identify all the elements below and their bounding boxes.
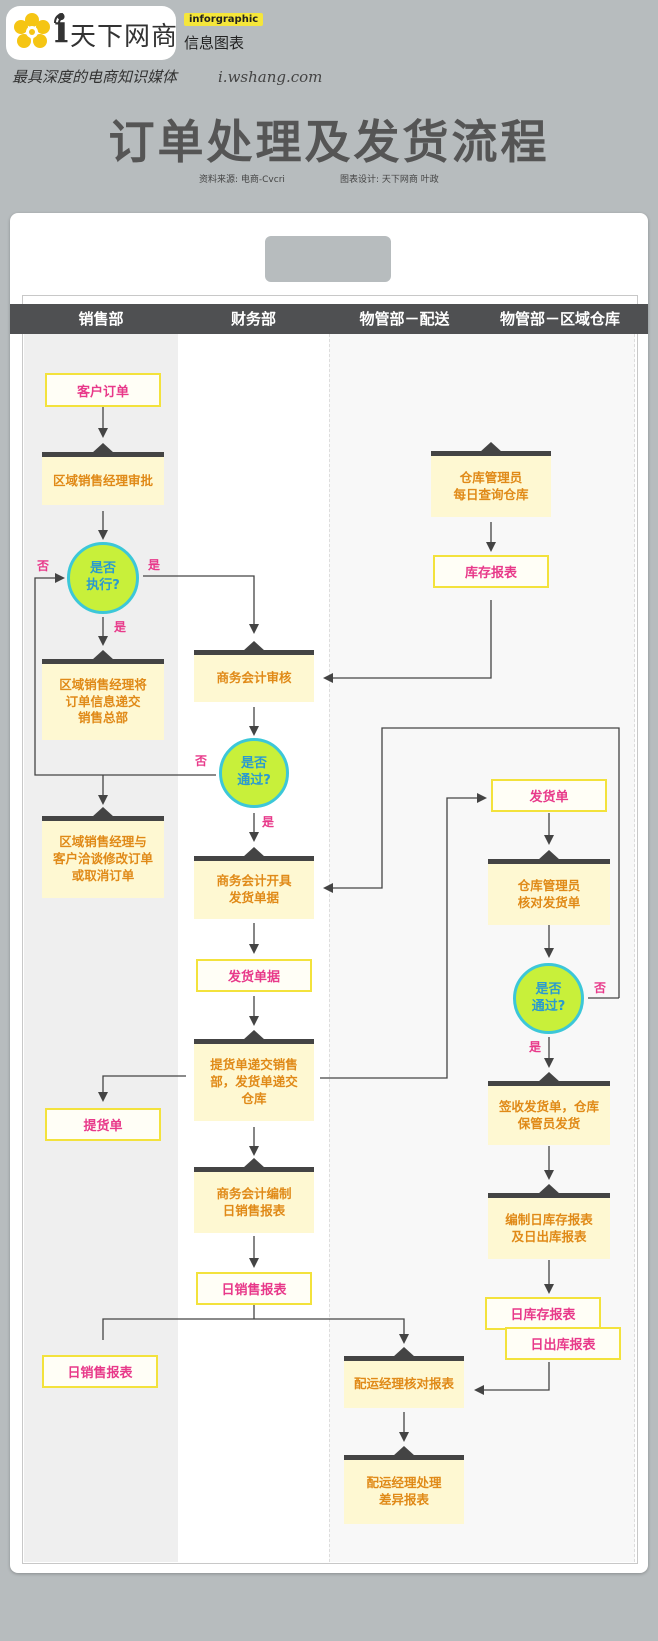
lane-title-finance: 财务部	[230, 310, 276, 328]
no-label: 否	[594, 981, 607, 995]
step-line: 发货单据	[228, 890, 279, 905]
customer-order-doc: 客户订单	[45, 373, 161, 407]
site-url: i.wshang.com	[218, 68, 323, 86]
check-delivery-step: 仓库管理员核对发货单	[488, 850, 610, 925]
flower-logo-icon	[14, 13, 50, 48]
wifi-icon	[54, 13, 64, 24]
decision-line: 通过?	[531, 998, 566, 1014]
lane-header-bar	[10, 304, 648, 334]
step-line: 仓库管理员	[459, 469, 523, 485]
step-line: 日销售报表	[222, 1202, 286, 1218]
negotiate-step: 区域销售经理与客户洽谈修改订单或取消订单	[42, 807, 164, 898]
inventory-report-doc: 库存报表	[433, 555, 549, 588]
pickup-slip-doc: 提货单	[45, 1108, 161, 1141]
step-line: 客户洽谈修改订单	[52, 851, 153, 867]
step-line: 及日出库报表	[511, 1228, 587, 1244]
accounting-review-step: 商务会计审核	[194, 641, 314, 702]
no-label: 否	[195, 754, 208, 768]
slogan: 最具深度的电商知识媒体	[12, 68, 178, 86]
daily-sales-report-left-doc: 日销售报表	[42, 1355, 158, 1388]
dispatch-diff-step: 配运经理处理差异报表	[344, 1446, 464, 1524]
decision-line: 通过?	[237, 773, 271, 788]
daily-inventory-doc: 日库存报表	[485, 1297, 601, 1330]
source-credit: 资料来源: 电商-Cvcri	[199, 175, 285, 185]
lane-title-sales: 销售部	[78, 310, 124, 328]
logo-i: i	[54, 6, 69, 51]
logo-text: 天下网商	[70, 22, 179, 52]
shipping-docs-doc: 发货单据	[196, 959, 312, 992]
step-line: 仓库	[241, 1090, 267, 1106]
no-label: 否	[37, 559, 50, 573]
submit-docs-step: 提货单递交销售部，发货单递交仓库	[194, 1030, 314, 1121]
pass-decision-finance: 是否通过?	[219, 738, 289, 808]
infographic-badge: inforgraphic	[184, 13, 264, 26]
step-line: 签收发货单，仓库	[498, 1098, 599, 1114]
decision-line: 是否	[89, 561, 116, 577]
issue-docs-step: 商务会计开具发货单据	[194, 847, 314, 919]
daily-sales-report-doc: 日销售报表	[196, 1272, 312, 1305]
pass-decision-warehouse: 是否通过?	[513, 963, 584, 1034]
lane-title-warehouse: 物管部－区域仓库	[499, 310, 620, 328]
yes-label: 是	[529, 1040, 542, 1054]
lane-title-dispatch: 物管部－配送	[359, 310, 450, 328]
step-line: 仓库管理员	[517, 877, 581, 893]
step-line: 订单信息递交	[65, 693, 141, 709]
decision-line: 是否	[535, 981, 562, 997]
sign-ship-step: 签收发货单，仓库保管员发货	[488, 1072, 610, 1145]
regional-approval-step: 区域销售经理审批	[42, 443, 164, 505]
delivery-note-doc: 发货单	[491, 779, 607, 812]
step-line: 核对发货单	[517, 894, 581, 910]
page-title: 订单处理及发货流程	[108, 115, 550, 169]
step-line: 部，发货单递交	[210, 1074, 298, 1090]
compile-daily-step: 商务会计编制日销售报表	[194, 1158, 314, 1233]
daily-outbound-doc: 日出库报表	[505, 1327, 621, 1360]
header-subtitle: 信息图表	[184, 34, 245, 52]
decision-line: 执行?	[86, 578, 120, 593]
step-line: 商务会计编制	[216, 1185, 292, 1201]
compile-inventory-step: 编制日库存报表及日出库报表	[488, 1184, 610, 1259]
warehouse-query-step: 仓库管理员每日查询仓库	[431, 442, 551, 517]
step-line: 提货单递交销售	[210, 1057, 298, 1073]
step-line: 销售总部	[77, 710, 128, 726]
yes-label: 是	[114, 620, 127, 634]
submit-to-sales-step: 区域销售经理将订单信息递交销售总部	[42, 650, 164, 740]
step-line: 或取消订单	[71, 867, 135, 883]
step-line: 每日查询仓库	[453, 486, 529, 502]
step-line: 差异报表	[378, 1492, 429, 1507]
step-line: 保管员发货	[517, 1115, 581, 1131]
step-line: 区域销售经理将	[59, 676, 147, 692]
hanger-cutout	[265, 236, 391, 282]
step-line: 区域销售经理与	[59, 834, 147, 850]
inner-frame	[22, 295, 638, 1564]
step-line: 商务会计开具	[216, 873, 292, 889]
step-line: 配运经理处理	[366, 1475, 442, 1491]
yes-label: 是	[148, 558, 161, 572]
dispatch-check-step: 配运经理核对报表	[344, 1347, 464, 1408]
designer-credit: 图表设计: 天下网商 叶政	[340, 175, 439, 185]
decision-line: 是否	[240, 756, 267, 772]
execute-decision: 是否执行?	[67, 542, 139, 614]
step-line: 编制日库存报表	[505, 1211, 593, 1227]
yes-label: 是	[262, 815, 275, 829]
